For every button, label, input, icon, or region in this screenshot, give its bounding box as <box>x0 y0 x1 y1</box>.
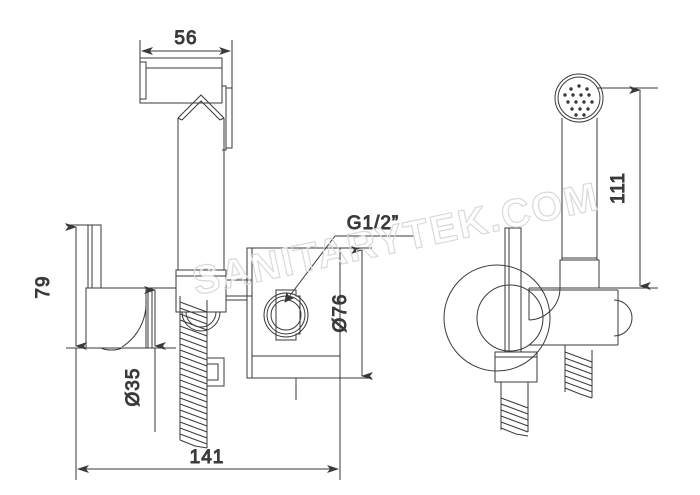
dimension-141 <box>75 348 341 480</box>
dimension-141-label: 141 <box>190 447 225 468</box>
side-round-escutcheon <box>443 264 551 372</box>
dimension-111 <box>597 86 658 290</box>
spray-gun-head <box>139 57 233 151</box>
side-lower-spindle <box>494 351 538 437</box>
side-outlet-elbow <box>528 287 633 346</box>
dimension-56 <box>139 40 233 88</box>
dimension-d35-label: Ø35 <box>123 368 144 407</box>
dimension-79-label: 79 <box>33 275 54 298</box>
dimension-79 <box>65 223 101 350</box>
dimension-d76-label: Ø76 <box>330 294 351 333</box>
dimension-thread-label: G1/2” <box>347 213 400 234</box>
dimension-111-label: 111 <box>608 172 629 204</box>
watermark-text: SANITARYTEK.COM <box>189 175 604 304</box>
trigger-handle <box>177 118 225 271</box>
dimension-56-label: 56 <box>174 28 197 49</box>
dimension-d35 <box>144 286 176 432</box>
hose-connector <box>175 269 227 332</box>
dimension-thread-leader <box>284 235 414 303</box>
dimension-d76 <box>340 246 373 380</box>
wall-bracket <box>85 224 153 351</box>
flexible-hose <box>179 296 225 449</box>
side-hose-stub <box>564 345 593 399</box>
